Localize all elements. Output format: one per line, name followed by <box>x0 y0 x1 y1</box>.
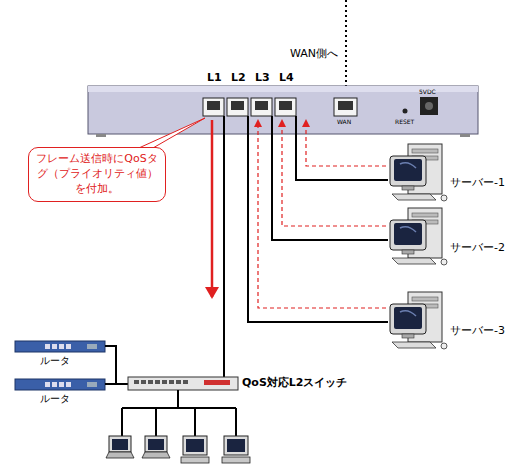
callout-text: フレーム送信時にQoSタグ（プライオリティ値）を付加。 <box>35 152 159 197</box>
port-label: L3 <box>255 71 270 84</box>
button-caption: RESET <box>395 118 414 125</box>
callout-bubble: フレーム送信時にQoSタグ（プライオリティ値）を付加。 <box>28 147 166 202</box>
router-label: ルータ <box>40 355 70 367</box>
port-label: L2 <box>231 71 246 84</box>
router-label: ルータ <box>40 393 70 405</box>
port-label: L1 <box>207 71 222 84</box>
jack-caption: 5VDC <box>419 88 436 95</box>
server-label: サーバー-2 <box>450 241 505 254</box>
server-label: サーバー-1 <box>450 176 505 189</box>
wan-label: WAN側へ <box>290 47 338 60</box>
port-caption: WAN <box>337 118 351 125</box>
port-label: L4 <box>279 71 294 84</box>
server-label: サーバー-3 <box>450 324 505 337</box>
switch-label: QoS対応L2スイッチ <box>242 376 348 389</box>
